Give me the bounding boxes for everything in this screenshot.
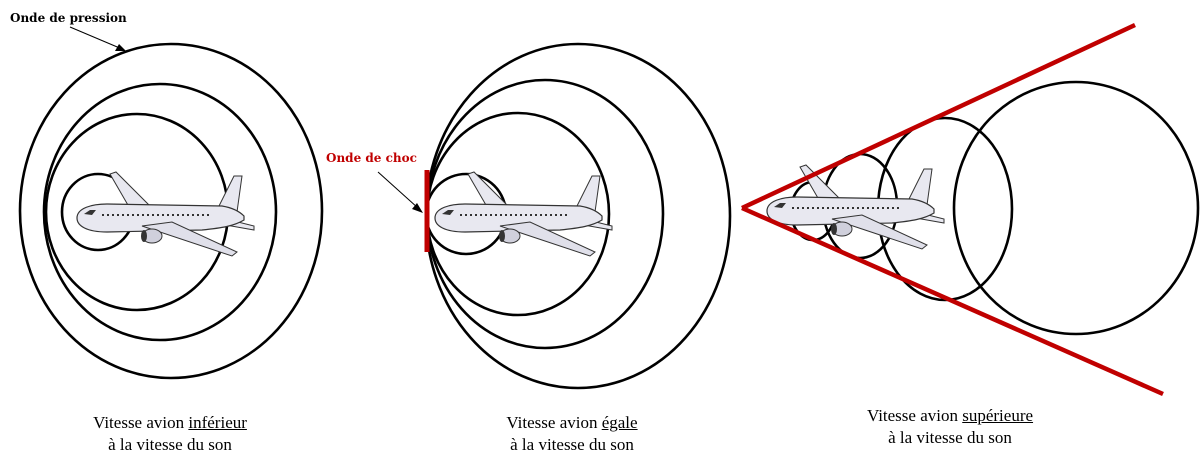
caption-emphasis: égale [601,413,638,432]
pressure-wave-label: Onde de pression [10,11,127,25]
pressure-wave-circle [18,42,324,380]
pressure-wave-arrow [69,26,123,50]
caption-sonic: Vitesse avion égale à la vitesse du son [467,412,677,456]
pressure-wave-circle [952,80,1200,336]
shock-cone-upper [741,22,1136,211]
airplane-icon [434,171,613,257]
caption-prefix: Vitesse avion [93,413,189,432]
pressure-wave-circle [42,82,278,342]
airplane-icon [76,171,255,257]
caption-prefix: Vitesse avion [866,406,963,425]
caption-prefix: Vitesse avion [506,413,602,432]
airplane-icon [766,164,945,250]
shock-wave-label: Onde de choc [326,151,417,165]
caption-line2: à la vitesse du son [888,428,1012,447]
caption-subsonic: Vitesse avion inférieur à la vitesse du … [58,412,282,456]
subsonic-panel [18,42,324,380]
caption-emphasis: inférieur [188,413,247,432]
caption-line2: à la vitesse du son [108,435,232,454]
arrowhead-icon [412,203,423,213]
sonic-panel [424,42,732,390]
caption-line2: à la vitesse du son [510,435,634,454]
shock-wave-arrow [377,171,419,209]
caption-supersonic: Vitesse avion supérieure à la vitesse du… [830,405,1070,449]
shock-cone-lower [741,205,1164,397]
supersonic-panel [741,22,1200,397]
caption-emphasis: supérieure [962,406,1034,425]
arrowhead-icon [115,44,126,51]
